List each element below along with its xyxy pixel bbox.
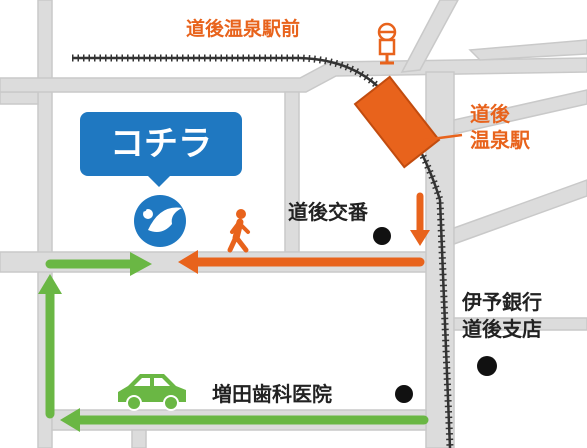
destination-label: コチラ	[110, 124, 212, 164]
walk-route	[178, 192, 430, 274]
car-icon	[118, 374, 186, 411]
clinic-marker	[395, 385, 413, 403]
road-right-diagonal	[453, 179, 587, 246]
road-top-right-2	[468, 39, 587, 61]
destination-callout	[80, 112, 242, 187]
station-label-line1: 道後	[470, 102, 510, 126]
station-front-label: 道後温泉駅前	[186, 18, 301, 40]
road-left-stub	[0, 91, 39, 105]
station-label-leader	[423, 133, 463, 142]
road-right-lower	[453, 317, 587, 331]
road-inner-vertical	[284, 91, 300, 253]
road-bottom-stub	[131, 429, 147, 448]
road-top	[0, 57, 587, 93]
bank-marker	[477, 356, 497, 376]
koban-label: 道後交番	[288, 200, 368, 224]
road-top-right	[400, 0, 459, 73]
station-label-line2: 温泉駅	[470, 128, 530, 152]
bank-label-line2: 道後支店	[462, 317, 542, 341]
car-route	[38, 252, 429, 432]
koban-marker	[373, 227, 391, 245]
walking-person-icon	[227, 209, 250, 253]
bird-flower-logo-icon	[134, 195, 186, 247]
road-right-upper	[453, 89, 587, 135]
train-icon	[353, 75, 441, 169]
bank-label-line1: 伊予銀行	[462, 290, 542, 314]
station-sign-icon	[377, 22, 397, 65]
clinic-label: 増田歯科医院	[212, 382, 332, 406]
